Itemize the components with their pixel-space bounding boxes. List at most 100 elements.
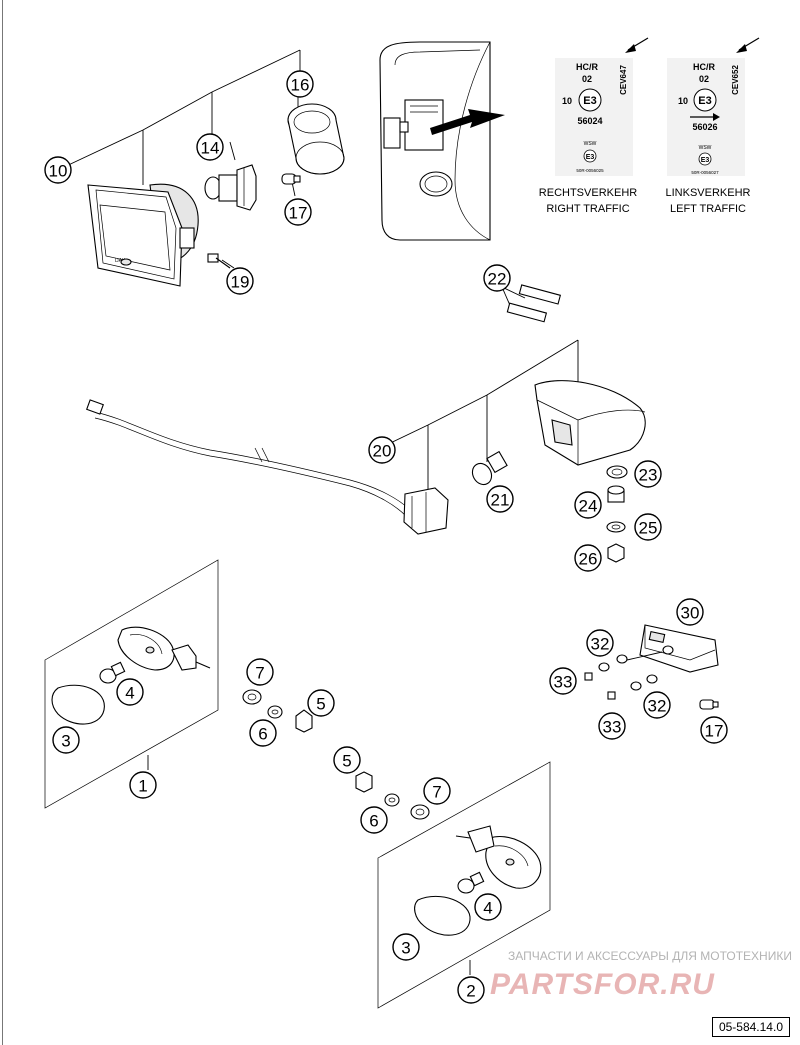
h4-bulb [204, 164, 257, 211]
label-small-code: 50R-0056027 [691, 170, 719, 175]
callout-32: 32 [586, 629, 614, 657]
tail-light-group [86, 339, 646, 563]
plate-light-group [584, 624, 719, 710]
label-code: CEV647 [619, 65, 628, 95]
watermark-logo: PARTSFOR.RU [490, 968, 715, 1001]
traffic-label-de: LINKSVERKEHR [666, 187, 751, 199]
callout-30: 30 [676, 598, 704, 626]
svg-text:6: 6 [258, 725, 267, 744]
label-e-mark: E3 [583, 95, 596, 107]
svg-text:32: 32 [591, 635, 610, 654]
e-mark-circle [693, 88, 717, 112]
svg-text:19: 19 [231, 273, 250, 292]
drawing-code: 05-584.14.0 [711, 1017, 790, 1037]
callout-33: 33 [549, 667, 577, 695]
callout-14: 14 [196, 133, 224, 161]
svg-text:10: 10 [49, 162, 68, 181]
label-left-num: 10 [678, 96, 688, 106]
sub-mark-circle [583, 149, 597, 163]
svg-text:21: 21 [491, 491, 510, 510]
label-hcr: HC/R [693, 62, 715, 72]
label-code: CEV652 [731, 65, 740, 95]
callout-6: 6 [249, 719, 277, 747]
svg-text:7: 7 [255, 664, 264, 683]
callout-22: 22 [483, 264, 511, 292]
traffic-label-en: LEFT TRAFFIC [670, 203, 746, 215]
homologation-label-right-traffic: CEV647 HC/R 02 10 E3 56024 WSW E3 50R-00… [539, 58, 637, 215]
svg-text:DAY: DAY [115, 258, 126, 264]
callout-5: 5 [333, 746, 361, 774]
callout-21: 21 [486, 485, 514, 513]
sub-mark-circle [698, 152, 712, 166]
callout-17: 17 [284, 198, 312, 226]
svg-text:7: 7 [432, 783, 441, 802]
svg-text:5: 5 [342, 752, 351, 771]
callout-2: 2 [457, 976, 485, 1004]
callout-25: 25 [634, 513, 662, 541]
callout-3: 3 [392, 933, 420, 961]
svg-text:14: 14 [201, 139, 220, 158]
callout-7: 7 [423, 777, 451, 805]
svg-text:4: 4 [483, 899, 492, 918]
callout-4: 4 [474, 893, 502, 921]
headlight-ring [287, 103, 345, 175]
label-left-num: 10 [562, 96, 572, 106]
label-sub-mark: E3 [586, 154, 595, 161]
watermark: ЗАПЧАСТИ И АКСЕССУАРЫ ДЛЯ МОТОТЕХНИКИ PA… [490, 949, 792, 1001]
svg-text:17: 17 [289, 204, 308, 223]
traffic-label-de: RECHTSVERKEHR [539, 187, 637, 199]
callout-32: 32 [643, 691, 671, 719]
label-num: 02 [699, 74, 709, 84]
label-wsw: WSW [699, 145, 712, 151]
mounting-screw [207, 253, 231, 269]
svg-text:3: 3 [401, 939, 410, 958]
direction-arrow-head [713, 113, 720, 121]
callout-1: 1 [129, 771, 157, 799]
label-small-code: 50R-0056025 [576, 168, 604, 173]
label-hcr: HC/R [576, 62, 598, 72]
callout-3: 3 [52, 726, 80, 754]
svg-text:24: 24 [579, 497, 598, 516]
traffic-label-en: RIGHT TRAFFIC [546, 203, 629, 215]
svg-text:4: 4 [125, 684, 134, 703]
svg-text:22: 22 [488, 270, 507, 289]
page-edge-line [2, 0, 3, 1045]
svg-text:26: 26 [579, 550, 598, 569]
svg-text:32: 32 [648, 697, 667, 716]
right-indicator-group [355, 761, 551, 1009]
e-mark-circle [578, 88, 602, 112]
svg-text:20: 20 [373, 442, 392, 461]
callout-5: 5 [307, 689, 335, 717]
label-num: 02 [582, 74, 592, 84]
headlight-group: DAY [61, 49, 345, 287]
callout-16: 16 [286, 70, 314, 98]
callout-6: 6 [360, 806, 388, 834]
callout-19: 19 [226, 267, 254, 295]
callout-4: 4 [116, 678, 144, 706]
svg-text:16: 16 [291, 76, 310, 95]
label-approval: 56024 [577, 116, 602, 126]
svg-text:30: 30 [681, 604, 700, 623]
label-wsw: WSW [584, 141, 597, 147]
watermark-tagline: ЗАПЧАСТИ И АКСЕССУАРЫ ДЛЯ МОТОТЕХНИКИ [508, 949, 792, 963]
svg-text:5: 5 [316, 695, 325, 714]
label-sub-mark: E3 [701, 157, 710, 164]
svg-text:2: 2 [466, 982, 475, 1001]
callout-10: 10 [44, 156, 72, 184]
callout-23: 23 [634, 460, 662, 488]
label-e-mark: E3 [698, 95, 711, 107]
svg-text:6: 6 [369, 812, 378, 831]
callout-7: 7 [246, 658, 274, 686]
label-approval: 56026 [692, 122, 717, 132]
svg-text:1: 1 [138, 777, 147, 796]
svg-text:23: 23 [639, 466, 658, 485]
reflector-strips [501, 284, 562, 323]
svg-text:33: 33 [603, 718, 622, 737]
headlight-unit: DAY [87, 183, 199, 287]
svg-text:17: 17 [705, 722, 724, 741]
callout-24: 24 [574, 491, 602, 519]
callout-26: 26 [574, 544, 602, 572]
callout-20: 20 [368, 436, 396, 464]
left-indicator-group [44, 559, 313, 809]
